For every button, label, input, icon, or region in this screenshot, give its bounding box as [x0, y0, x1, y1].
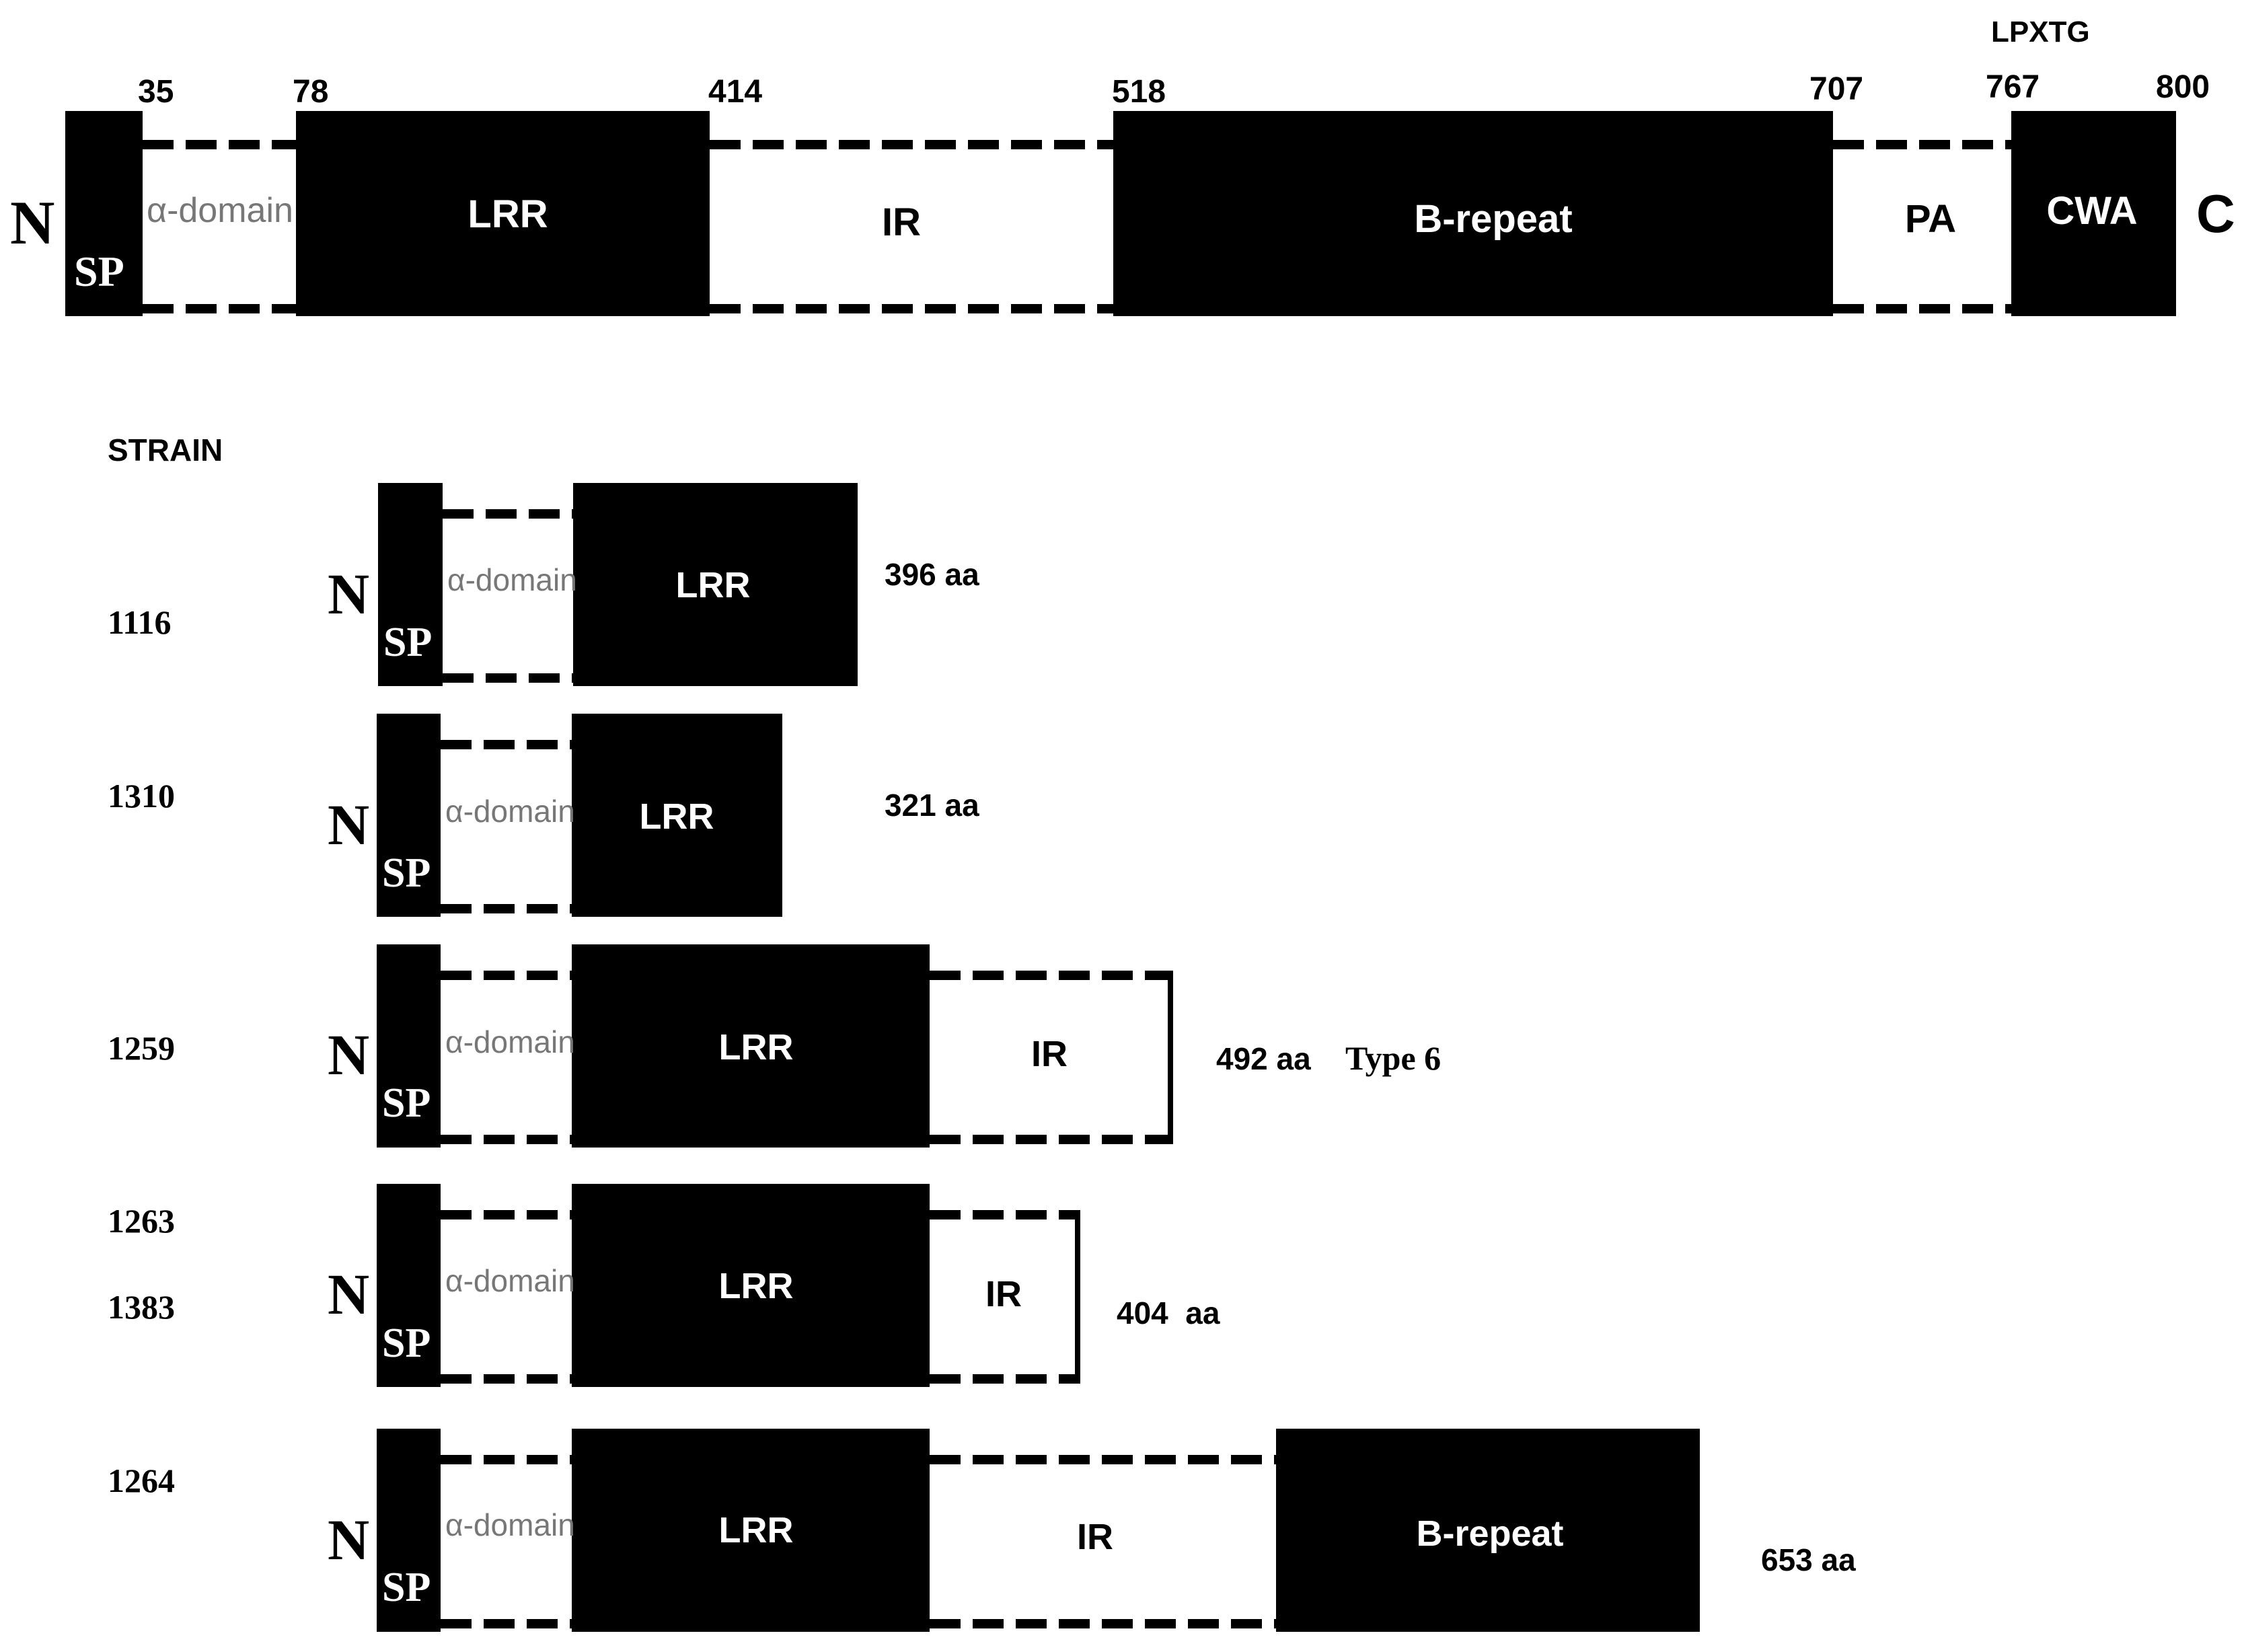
protein-length: 492 aa: [1216, 1041, 1311, 1076]
position-label: 78: [293, 74, 328, 110]
protein-length: 653 aa: [1761, 1542, 1856, 1577]
full-protein-map: N C SP α-domain LRR IR B-repeat PA CWA L…: [10, 15, 2235, 316]
sp-label: SP: [382, 1080, 431, 1126]
lrr-block: [296, 111, 710, 316]
protein-length: 321 aa: [885, 788, 979, 823]
sp-block: [65, 111, 143, 316]
sp-block: [377, 1184, 441, 1387]
sp-label: SP: [382, 850, 431, 896]
sp-label: SP: [382, 1565, 431, 1610]
ir-label: IR: [985, 1274, 1022, 1314]
protein-length: 396 aa: [885, 557, 979, 592]
sp-label: SP: [382, 1320, 431, 1366]
alpha-domain-label: α-domain: [445, 1263, 575, 1298]
strain-row-1263-1383: 1263 1383 N SP α-domain LRR IR 404 aa: [108, 1184, 1220, 1387]
strain-column-header: STRAIN: [108, 433, 223, 467]
n-terminus-label: N: [328, 1507, 369, 1572]
n-terminus-label: N: [10, 188, 54, 257]
ir-segment: [710, 140, 1113, 313]
lpxtg-motif-label: LPXTG: [1991, 15, 2090, 48]
brepeat-label: B-repeat: [1416, 1513, 1563, 1554]
ir-label: IR: [1077, 1517, 1113, 1557]
lrr-label: LRR: [640, 796, 714, 837]
ir-label: IR: [1031, 1034, 1068, 1074]
sp-block: [377, 714, 441, 917]
protein-length: 404 aa: [1117, 1296, 1220, 1330]
lrr-label: LRR: [719, 1266, 794, 1306]
lrr-block: [572, 1184, 930, 1387]
n-terminus-label: N: [328, 792, 369, 857]
strain-id: 1264: [108, 1462, 175, 1499]
sp-label: SP: [74, 248, 124, 295]
lrr-label: LRR: [719, 1027, 794, 1067]
sp-block: [378, 483, 443, 686]
alpha-domain-segment: [143, 140, 296, 313]
position-label: 800: [2156, 69, 2210, 105]
position-label: 35: [138, 74, 174, 110]
strain-id: 1259: [108, 1029, 175, 1067]
alpha-domain-label: α-domain: [445, 1024, 575, 1059]
c-terminus-label: C: [2196, 184, 2235, 243]
brepeat-block: [1276, 1429, 1700, 1632]
n-terminus-label: N: [328, 1262, 369, 1326]
n-terminus-label: N: [328, 562, 369, 626]
lrr-block: [572, 1429, 930, 1632]
strain-row-1264: 1264 N SP α-domain LRR IR B-repeat 653 a…: [108, 1429, 1856, 1632]
type-note: Type 6: [1345, 1039, 1441, 1077]
position-label: 707: [1809, 71, 1863, 107]
brepeat-block: [1113, 111, 1833, 316]
n-terminus-label: N: [328, 1022, 369, 1087]
lrr-block: [573, 483, 858, 686]
alpha-domain-label: α-domain: [447, 562, 577, 597]
strain-id: 1383: [108, 1288, 175, 1326]
alpha-domain-label: α-domain: [147, 191, 293, 230]
alpha-domain-label: α-domain: [445, 1507, 575, 1542]
strain-row-1310: 1310 N SP α-domain LRR 321 aa: [108, 714, 979, 917]
ir-label: IR: [882, 200, 921, 244]
lrr-label: LRR: [676, 565, 751, 605]
position-label: 767: [1986, 69, 2040, 105]
strain-id: 1116: [108, 603, 171, 641]
strain-row-1116: 1116 N SP α-domain LRR 396 aa: [108, 483, 979, 686]
cwa-block: [2011, 111, 2176, 316]
sp-label: SP: [383, 620, 432, 665]
sp-block: [377, 1429, 441, 1632]
brepeat-label: B-repeat: [1414, 197, 1572, 241]
strain-id: 1310: [108, 777, 175, 815]
lrr-label: LRR: [719, 1510, 794, 1550]
pa-label: PA: [1905, 197, 1956, 241]
strain-id: 1263: [108, 1202, 175, 1240]
strain-row-1259: 1259 N SP α-domain LRR IR 492 aa Type 6: [108, 944, 1441, 1148]
lrr-block: [572, 944, 930, 1148]
alpha-domain-label: α-domain: [445, 794, 575, 829]
position-label: 518: [1112, 74, 1166, 110]
cwa-label: CWA: [2046, 189, 2137, 233]
position-label: 414: [708, 74, 762, 110]
lrr-block: [572, 714, 782, 917]
pa-segment: [1833, 140, 2011, 313]
sp-block: [377, 944, 441, 1148]
lrr-label: LRR: [468, 192, 548, 236]
